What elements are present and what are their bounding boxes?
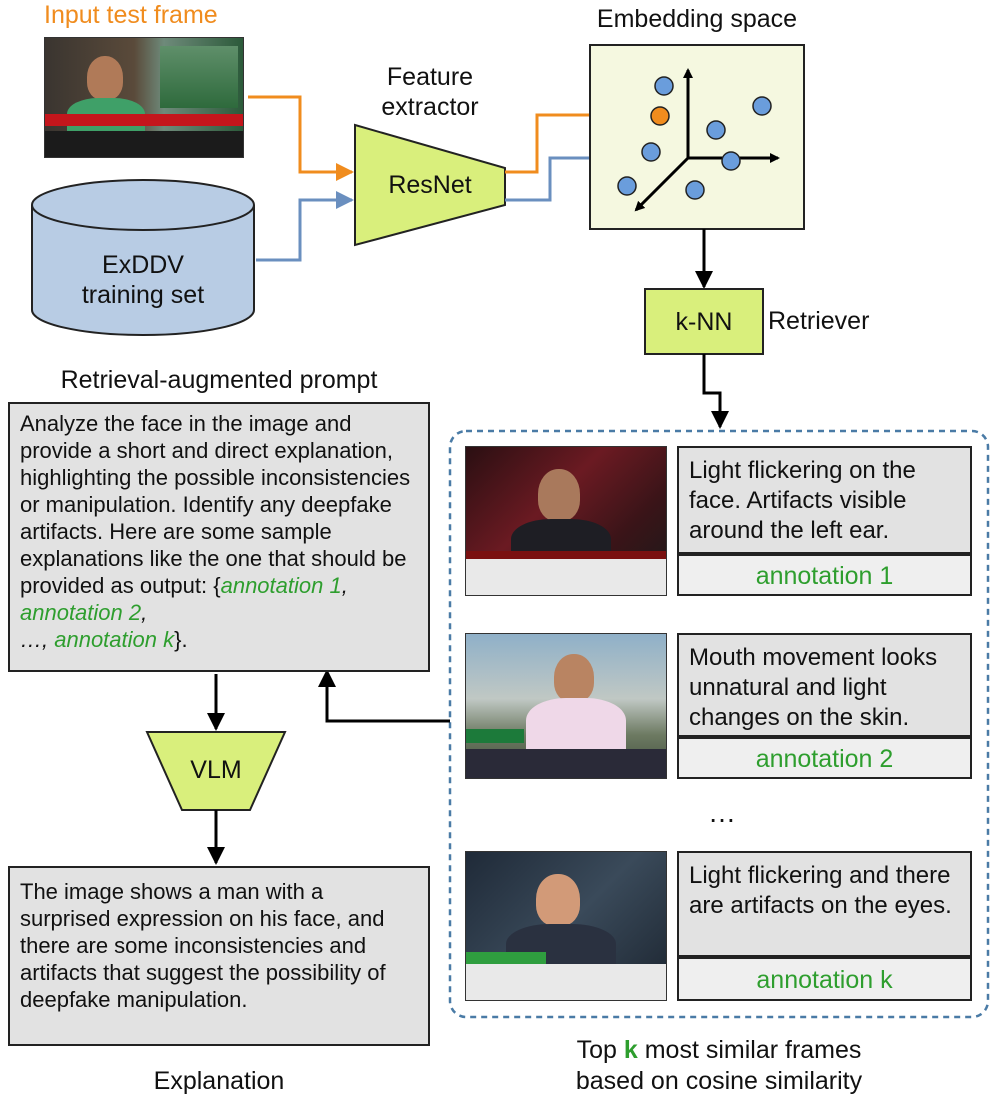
embedding-point	[654, 76, 674, 96]
prompt-end: }.	[174, 627, 188, 652]
retrieved-annotation-label-k: annotation k	[677, 957, 972, 1001]
prompt-text: Analyze the face in the image and provid…	[20, 411, 411, 598]
caption-top: Top	[576, 1036, 624, 1064]
prompt-separator: ,	[341, 573, 348, 598]
retrieved-caption-line2: based on cosine similarity	[575, 1067, 863, 1095]
arrow-frames-to-prompt	[318, 669, 450, 723]
explanation-label: Explanation	[153, 1067, 285, 1095]
embedding-point	[685, 180, 705, 200]
embedding-space-label: Embedding space	[596, 5, 798, 33]
embedding-point	[617, 176, 637, 196]
retrieved-annotation-label-2: annotation 2	[677, 737, 972, 779]
retrieved-frame-image-2	[465, 633, 667, 779]
retrieved-frame-image-1	[465, 446, 667, 596]
arrow-knn-to-frames	[702, 354, 729, 429]
feature-extractor-label: Feature extractor	[381, 63, 479, 121]
training-set-cylinder	[31, 179, 255, 336]
input-test-frame-image	[44, 37, 244, 158]
explanation-text: The image shows a man with a surprised e…	[20, 879, 386, 1012]
vlm-shape	[145, 731, 287, 811]
input-frame-label: Input test frame	[44, 1, 218, 29]
retrieved-frames-container	[448, 429, 990, 1019]
caption-rest: most similar frames	[637, 1036, 862, 1064]
embedding-points	[617, 76, 772, 200]
retrieved-frame-image-k	[465, 851, 667, 1001]
embedding-point	[721, 151, 741, 171]
prompt-title: Retrieval-augmented prompt	[60, 366, 378, 394]
prompt-box: Analyze the face in the image and provid…	[8, 402, 430, 672]
arrow-db-to-resnet	[256, 191, 354, 262]
prompt-annotation-k: annotation k	[54, 627, 175, 652]
prompt-separator: , …,	[20, 600, 148, 652]
ellipsis: …	[708, 797, 736, 828]
embedding-point	[641, 142, 661, 162]
retrieved-annotation-label-1: annotation 1	[677, 554, 972, 596]
embedding-point	[706, 120, 726, 140]
retrieved-annotation-text-k: Light flickering and there are artifacts…	[677, 851, 972, 957]
retrieved-caption-line1: Top k most similar frames	[450, 1035, 988, 1065]
vlm-label: VLM	[190, 756, 242, 784]
retrieved-annotation-text-1: Light flickering on the face. Artifacts …	[677, 446, 972, 554]
knn-box	[644, 288, 764, 355]
resnet-label: ResNet	[388, 171, 472, 199]
retrieved-annotation-text-2: Mouth movement looks unnatural and light…	[677, 633, 972, 737]
retriever-label: Retriever	[768, 307, 870, 335]
explanation-box: The image shows a man with a surprised e…	[8, 866, 430, 1046]
embedding-space-box	[589, 44, 805, 230]
embedding-point	[752, 96, 772, 116]
training-set-label: ExDDV training set	[81, 251, 205, 309]
embedding-point-query	[650, 106, 670, 126]
prompt-annotation-2: annotation 2	[20, 600, 142, 625]
arrow-input-to-resnet	[248, 95, 354, 181]
knn-label: k-NN	[675, 308, 733, 336]
caption-k: k	[623, 1036, 638, 1064]
arrow-resnet-to-embedding-orange	[505, 106, 635, 174]
prompt-annotation-1: annotation 1	[220, 573, 342, 598]
resnet-shape	[354, 123, 506, 247]
